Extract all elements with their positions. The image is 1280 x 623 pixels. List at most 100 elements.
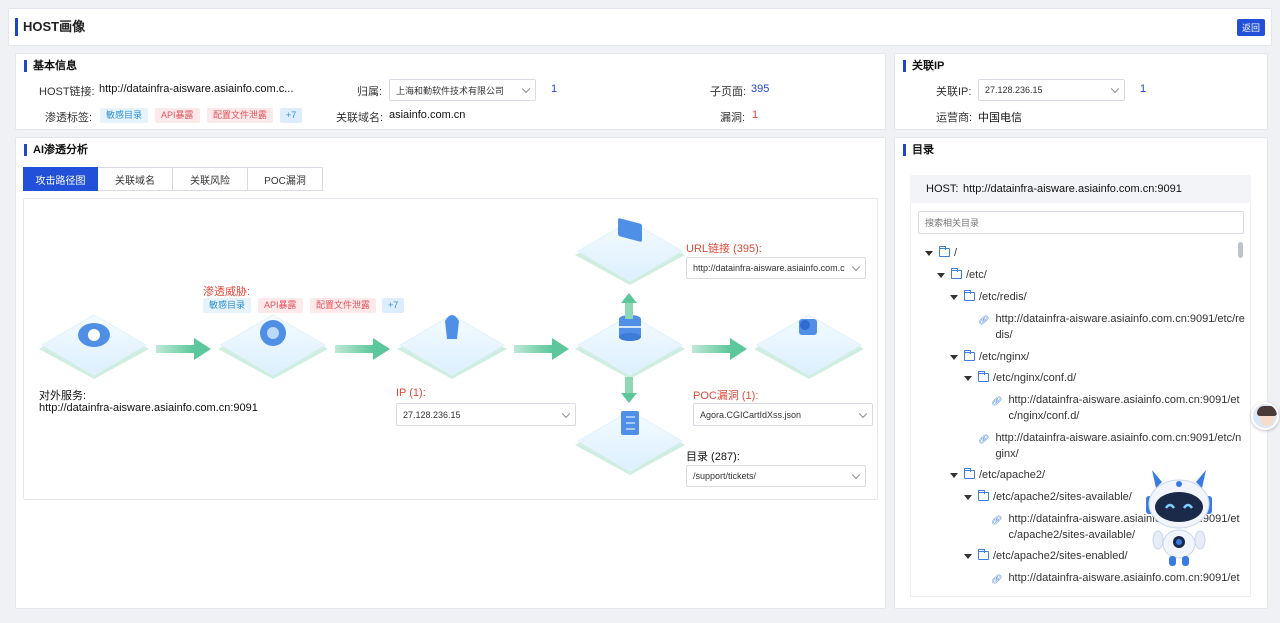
tree-node-label: /etc/nginx/conf.d/ [993,372,1077,384]
page-title: HOST画像 [15,18,85,36]
link-icon: 🔗︎ [978,315,990,325]
directory-title: 目录 [903,144,934,156]
caret-down-icon[interactable] [950,295,958,300]
caret-down-icon[interactable] [950,355,958,360]
threat-tag-more[interactable]: +7 [382,298,405,313]
link-icon: 🔗︎ [991,396,1003,406]
ai-analysis-title: AI渗透分析 [24,144,88,156]
back-button[interactable]: 返回 [1236,19,1265,36]
owner-label: 归属: [357,86,383,98]
node-url[interactable] [575,218,685,285]
node-directory[interactable] [575,410,685,475]
related-ip-count: 1 [1140,83,1147,95]
attack-path-graph [39,218,864,475]
tree-link-nginx[interactable]: 🔗︎http://datainfra-aisware.asiainfo.com.… [978,430,1241,462]
isp-value: 中国电信 [978,112,1022,124]
folder-icon [978,490,989,501]
tree-link-nginx-conf[interactable]: 🔗︎http://datainfra-aisware.asiainfo.com.… [991,392,1240,424]
tab-related-domains[interactable]: 关联域名 [98,167,173,191]
tag-more[interactable]: +7 [280,108,303,123]
tree-link-redis[interactable]: 🔗︎http://datainfra-aisware.asiainfo.com.… [978,311,1245,343]
link-icon: 🔗︎ [991,515,1003,525]
tab-related-risks[interactable]: 关联风险 [173,167,248,191]
caret-down-icon[interactable] [925,251,933,256]
tree-link-line2: dis/ [995,329,1013,341]
ip-select[interactable]: 27.128.236.15 [396,403,576,426]
arrow-threat-ip [335,338,390,360]
tree-node-etc-nginx[interactable]: /etc/nginx/ [950,349,1029,365]
node-external-service[interactable] [39,314,149,379]
ip-count-label: IP (1): [396,387,426,399]
tree-link-line2: ginx/ [995,448,1019,460]
threat-tag-config: 配置文件泄露 [310,298,377,313]
directory-count-label: 目录 (287): [686,451,740,463]
chevron-down-icon [851,470,861,480]
directory-host-value: http://datainfra-aisware.asiainfo.com.cn… [963,183,1182,195]
owner-select[interactable]: 上海和勤软件技术有限公司 [389,79,536,101]
node-threat[interactable] [218,314,328,379]
robot-assistant-icon[interactable] [1142,466,1216,568]
vuln-label: 漏洞: [720,112,746,124]
tree-node-apache-available[interactable]: /etc/apache2/sites-available/ [964,489,1132,505]
subpage-count[interactable]: 395 [751,83,770,95]
caret-down-icon[interactable] [964,554,972,559]
tree-link-line1: http://datainfra-aisware.asiainfo.com.cn… [995,432,1242,444]
tab-attack-path[interactable]: 攻击路径图 [23,167,98,191]
tree-node-etc-redis[interactable]: /etc/redis/ [950,289,1027,305]
arrow-datacenter-url [621,293,637,319]
url-select[interactable]: http://datainfra-aisware.asiainfo.com.c [686,257,866,279]
tree-node-root[interactable]: / [925,245,957,261]
tree-link-line2: c/apache2/sites-available/ [1008,529,1136,541]
tree-link-apache-enabled[interactable]: 🔗︎http://datainfra-aisware.asiainfo.com.… [991,570,1240,587]
tree-node-label: /etc/apache2/ [979,469,1046,481]
tree-node-etc[interactable]: /etc/ [937,267,987,283]
node-datacenter[interactable] [575,314,685,379]
arrow-datacenter-directory [621,377,637,403]
directory-tree-frame [910,203,1251,597]
caret-down-icon[interactable] [964,376,972,381]
related-ip-select-value: 27.128.236.15 [985,85,1043,95]
ip-label: 关联IP: [936,86,972,98]
tree-node-etc-apache2[interactable]: /etc/apache2/ [950,467,1045,483]
vuln-count[interactable]: 1 [752,109,759,121]
external-service-label: 对外服务: [39,390,87,402]
directory-scrollbar[interactable] [1238,242,1243,258]
tree-node-label: /etc/apache2/sites-enabled/ [993,550,1128,562]
user-avatar[interactable] [1251,402,1279,430]
host-link-label: HOST链接: [39,86,95,98]
caret-down-icon[interactable] [964,495,972,500]
tree-node-label: /etc/redis/ [979,291,1027,303]
directory-search-input[interactable] [918,211,1244,234]
tree-link-line2: c/nginx/conf.d/ [1008,410,1080,422]
node-poc[interactable] [754,314,864,379]
chevron-down-icon [521,84,531,94]
folder-icon [978,549,989,560]
node-ip[interactable] [397,314,507,379]
host-link-value[interactable]: http://datainfra-aisware.asiainfo.com.c.… [99,83,294,95]
threat-label: 渗透威胁: [203,286,251,298]
tag-sensitive-dir: 敏感目录 [100,108,149,123]
poc-select-value: Agora.CGICartIdXss.json [700,409,802,420]
ip-select-value: 27.128.236.15 [403,409,461,420]
owner-count: 1 [551,83,558,95]
header-bar: HOST画像 返回 [8,8,1272,46]
owner-select-value: 上海和勤软件技术有限公司 [396,85,505,96]
tab-poc-vulns[interactable]: POC漏洞 [248,167,323,191]
related-ip-select[interactable]: 27.128.236.15 [978,79,1125,101]
folder-icon [951,268,962,279]
related-ip-title: 关联IP [903,60,944,72]
directory-select[interactable]: /support/tickets/ [686,465,866,487]
chevron-down-icon [1110,84,1120,94]
caret-down-icon[interactable] [950,473,958,478]
poc-count-label: POC漏洞 (1): [693,390,759,402]
caret-down-icon[interactable] [937,273,945,278]
tree-node-nginx-conf[interactable]: /etc/nginx/conf.d/ [964,370,1076,386]
arrow-datacenter-poc [692,338,747,360]
chevron-down-icon [858,409,868,418]
url-select-value: http://datainfra-aisware.asiainfo.com.c [693,263,845,273]
tree-node-apache-enabled[interactable]: /etc/apache2/sites-enabled/ [964,548,1128,564]
link-icon: 🔗︎ [991,574,1003,584]
attack-path-canvas [23,198,878,500]
poc-select[interactable]: Agora.CGICartIdXss.json [693,403,873,426]
basic-info-panel: 基本信息 HOST链接: http://datainfra-aisware.as… [15,53,886,130]
